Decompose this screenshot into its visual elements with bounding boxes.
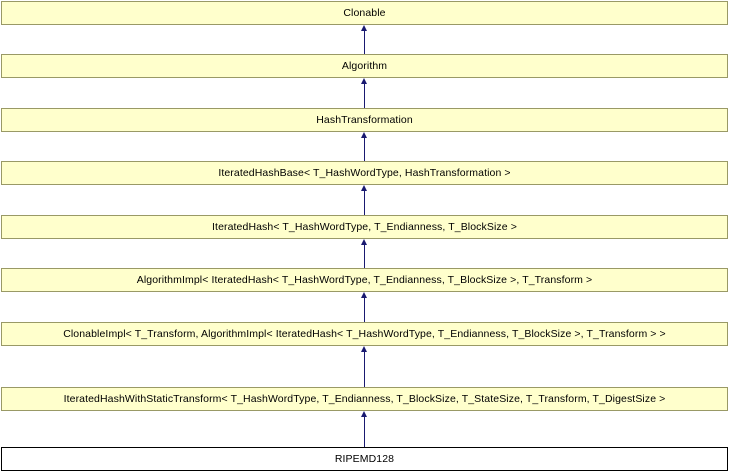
class-node-hashtransformation[interactable]: HashTransformation: [1, 108, 728, 132]
inheritance-edge: [364, 244, 365, 268]
class-node-algorithmimpl[interactable]: AlgorithmImpl< IteratedHash< T_HashWordT…: [1, 268, 728, 292]
class-node-label: AlgorithmImpl< IteratedHash< T_HashWordT…: [136, 273, 593, 286]
inheritance-edge: [364, 30, 365, 54]
inheritance-edge: [364, 137, 365, 161]
inheritance-arrowhead-icon: [361, 411, 367, 417]
class-node-label: IteratedHashWithStaticTransform< T_HashW…: [63, 392, 666, 405]
class-node-label: RIPEMD128: [334, 452, 395, 465]
class-node-iteratedhash[interactable]: IteratedHash< T_HashWordType, T_Endianne…: [1, 215, 728, 239]
inheritance-arrowhead-icon: [361, 292, 367, 298]
class-node-label: Algorithm: [341, 59, 388, 72]
inheritance-arrowhead-icon: [361, 25, 367, 31]
inheritance-edge: [364, 297, 365, 322]
inheritance-arrowhead-icon: [361, 239, 367, 245]
inheritance-edge: [364, 416, 365, 447]
class-node-label: ClonableImpl< T_Transform, AlgorithmImpl…: [63, 327, 666, 340]
class-node-iteratedhashbase[interactable]: IteratedHashBase< T_HashWordType, HashTr…: [1, 161, 728, 185]
class-node-label: IteratedHash< T_HashWordType, T_Endianne…: [212, 220, 517, 233]
class-node-label: HashTransformation: [316, 113, 413, 126]
inheritance-edge: [364, 351, 365, 387]
inheritance-arrowhead-icon: [361, 185, 367, 191]
inheritance-arrowhead-icon: [361, 78, 367, 84]
class-node-iteratedhashwithstatictransform[interactable]: IteratedHashWithStaticTransform< T_HashW…: [1, 387, 728, 411]
class-node-algorithm[interactable]: Algorithm: [1, 54, 728, 78]
inheritance-arrowhead-icon: [361, 132, 367, 138]
class-node-clonableimpl[interactable]: ClonableImpl< T_Transform, AlgorithmImpl…: [1, 322, 728, 346]
class-node-label: IteratedHashBase< T_HashWordType, HashTr…: [218, 166, 511, 179]
inheritance-edge: [364, 190, 365, 215]
class-node-clonable[interactable]: Clonable: [1, 1, 728, 25]
class-node-ripemd128[interactable]: RIPEMD128: [1, 447, 728, 471]
inheritance-edge: [364, 83, 365, 108]
inheritance-arrowhead-icon: [361, 346, 367, 352]
class-node-label: Clonable: [343, 6, 386, 19]
